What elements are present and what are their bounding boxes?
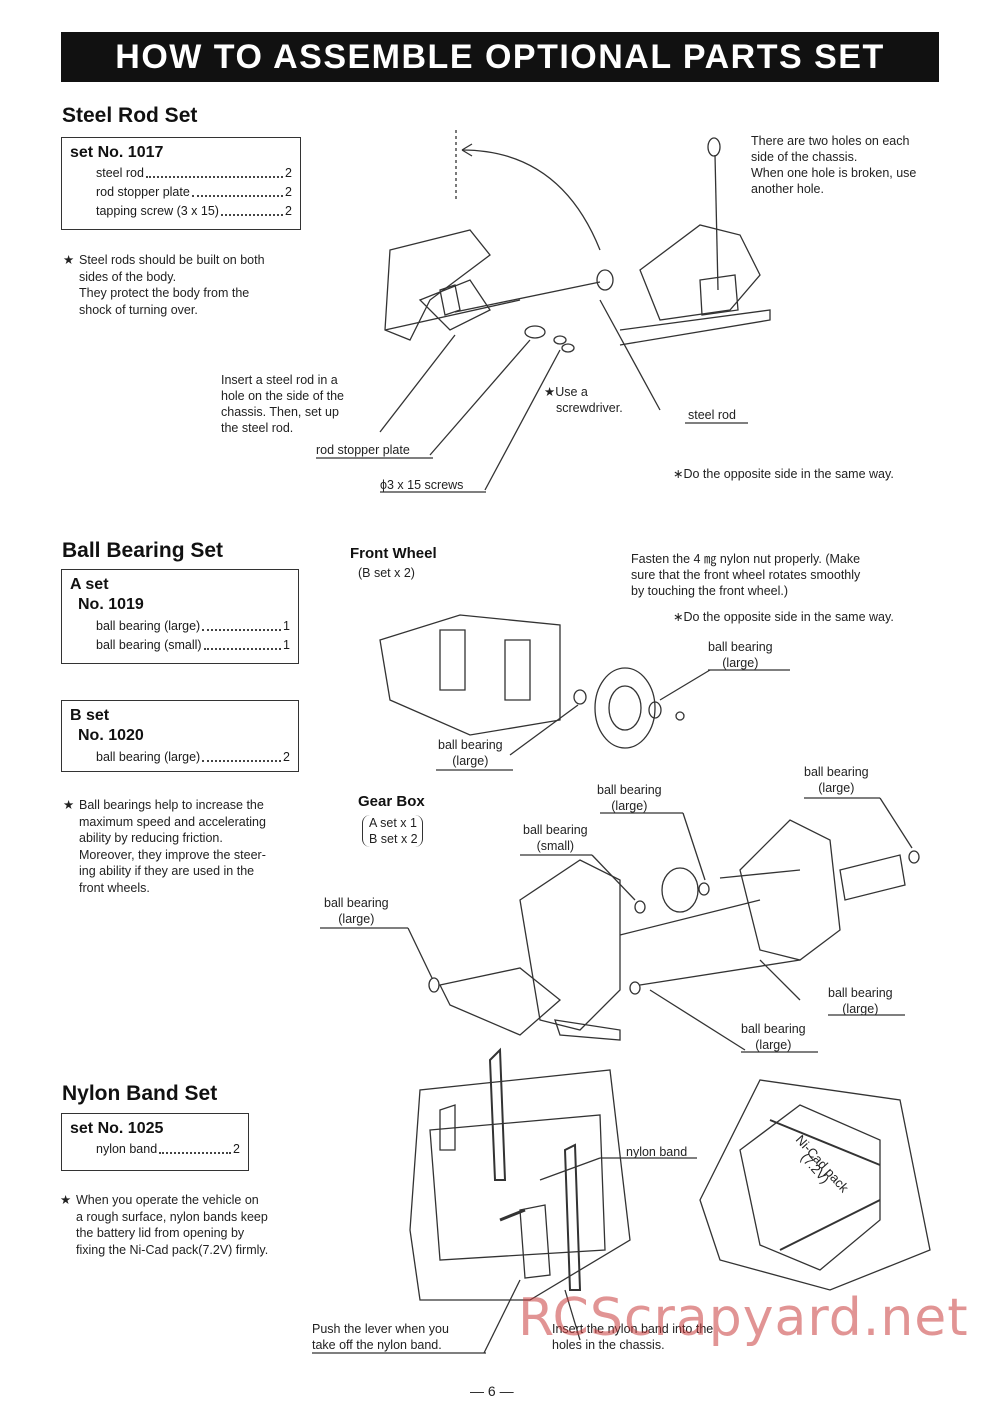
- steel-rod-note: ★ Steel rods should be built on both sid…: [63, 253, 265, 317]
- steel-rod-set-label: set No. 1017: [70, 144, 164, 161]
- steel-rod-line: [454, 281, 601, 313]
- ball-bearing-a-box: A set No. 1019 ball bearing (large)1 bal…: [61, 569, 299, 664]
- gear-box-drawing: [428, 819, 920, 1041]
- star-icon: ★: [63, 798, 75, 812]
- nylon-band-heading: Nylon Band Set: [62, 1082, 218, 1105]
- opposite-side-note-2: ∗Do the opposite side in the same way.: [673, 610, 894, 624]
- screwdriver-callout: ★Use a screwdriver.: [544, 385, 623, 415]
- a-set-title: A set: [70, 576, 109, 593]
- front-wheel-drawing: [379, 614, 685, 749]
- asterisk-icon: ∗: [673, 467, 684, 481]
- bb-label-wheel-outer: ball bearing(large): [708, 640, 773, 670]
- fasten-callout: Fasten the 4 ㎎ nylon nut properly. (Make…: [631, 552, 861, 598]
- ball-bearing-b-box: B set No. 1020 ball bearing (large)2: [61, 700, 299, 772]
- opposite-side-note: ∗Do the opposite side in the same way.: [673, 467, 894, 481]
- b-set-number: No. 1020: [78, 727, 144, 744]
- nylon-band-right-drawing: [699, 1079, 931, 1291]
- rod-ring: [596, 269, 614, 291]
- chassis-side-left-drawing: [384, 229, 521, 341]
- ball-bearing-note: ★ Ball bearings help to increase the max…: [63, 798, 266, 895]
- rotation-arrow: [461, 149, 601, 251]
- push-lever-callout: Push the lever when you take off the nyl…: [312, 1322, 449, 1352]
- parts-item: ball bearing (large)1: [96, 619, 290, 633]
- gear-box-sets: A set x 1 B set x 2: [362, 815, 423, 847]
- page-title: HOW TO ASSEMBLE OPTIONAL PARTS SET: [115, 37, 885, 76]
- bb-label-gb-lower-right: ball bearing(large): [828, 986, 893, 1016]
- screw: [561, 343, 575, 353]
- nylon-band-label: nylon band: [626, 1145, 688, 1159]
- ball-bearing-heading: Ball Bearing Set: [62, 539, 224, 562]
- chassis-side-right-drawing: [619, 137, 771, 346]
- steel-rod-heading: Steel Rod Set: [62, 104, 198, 127]
- gear-box-title: Gear Box: [358, 793, 425, 810]
- nylon-band-note: ★ When you operate the vehicle on a roug…: [60, 1193, 269, 1257]
- star-icon: ★: [60, 1193, 72, 1207]
- rod-stopper-label: rod stopper plate: [316, 443, 410, 457]
- bb-label-gb-small: ball bearing(small): [523, 823, 588, 853]
- parts-item: ball bearing (large)2: [96, 750, 290, 764]
- bb-label-wheel-inner: ball bearing(large): [438, 738, 503, 768]
- bb-label-gb-bottom: ball bearing(large): [741, 1022, 806, 1052]
- parts-item: tapping screw (3 x 15)2: [96, 204, 292, 218]
- holes-callout: There are two holes on each side of the …: [751, 134, 917, 196]
- star-icon: ★: [63, 253, 75, 267]
- screws-label: ϕ3 x 15 screws: [380, 478, 464, 492]
- bb-label-gb-top: ball bearing(large): [597, 783, 662, 813]
- insert-band-callout: Insert the nylon band into the holes in …: [552, 1322, 714, 1352]
- screw: [553, 335, 567, 345]
- watermark: RCScrapyard.net: [518, 1288, 969, 1348]
- b-set-title: B set: [70, 707, 110, 724]
- front-wheel-subtitle: (B set x 2): [358, 566, 415, 580]
- bb-label-gb-left: ball bearing(large): [324, 896, 389, 926]
- a-set-number: No. 1019: [78, 596, 144, 613]
- insert-rod-callout: Insert a steel rod in a hole on the side…: [221, 373, 345, 435]
- rod-stopper-plate: [524, 325, 546, 339]
- front-wheel-title: Front Wheel: [350, 545, 437, 562]
- page-number: — 6 —: [470, 1383, 514, 1399]
- nylon-band-set-label: set No. 1025: [70, 1120, 164, 1137]
- bb-label-gb-right: ball bearing(large): [804, 765, 869, 795]
- steel-rod-label: steel rod: [688, 408, 736, 422]
- asterisk-icon: ∗: [673, 610, 684, 624]
- parts-item: ball bearing (small)1: [96, 638, 290, 652]
- page-title-bar: HOW TO ASSEMBLE OPTIONAL PARTS SET: [61, 32, 939, 82]
- star-icon: ★: [544, 385, 556, 399]
- nylon-band-left-drawing: [409, 1047, 631, 1301]
